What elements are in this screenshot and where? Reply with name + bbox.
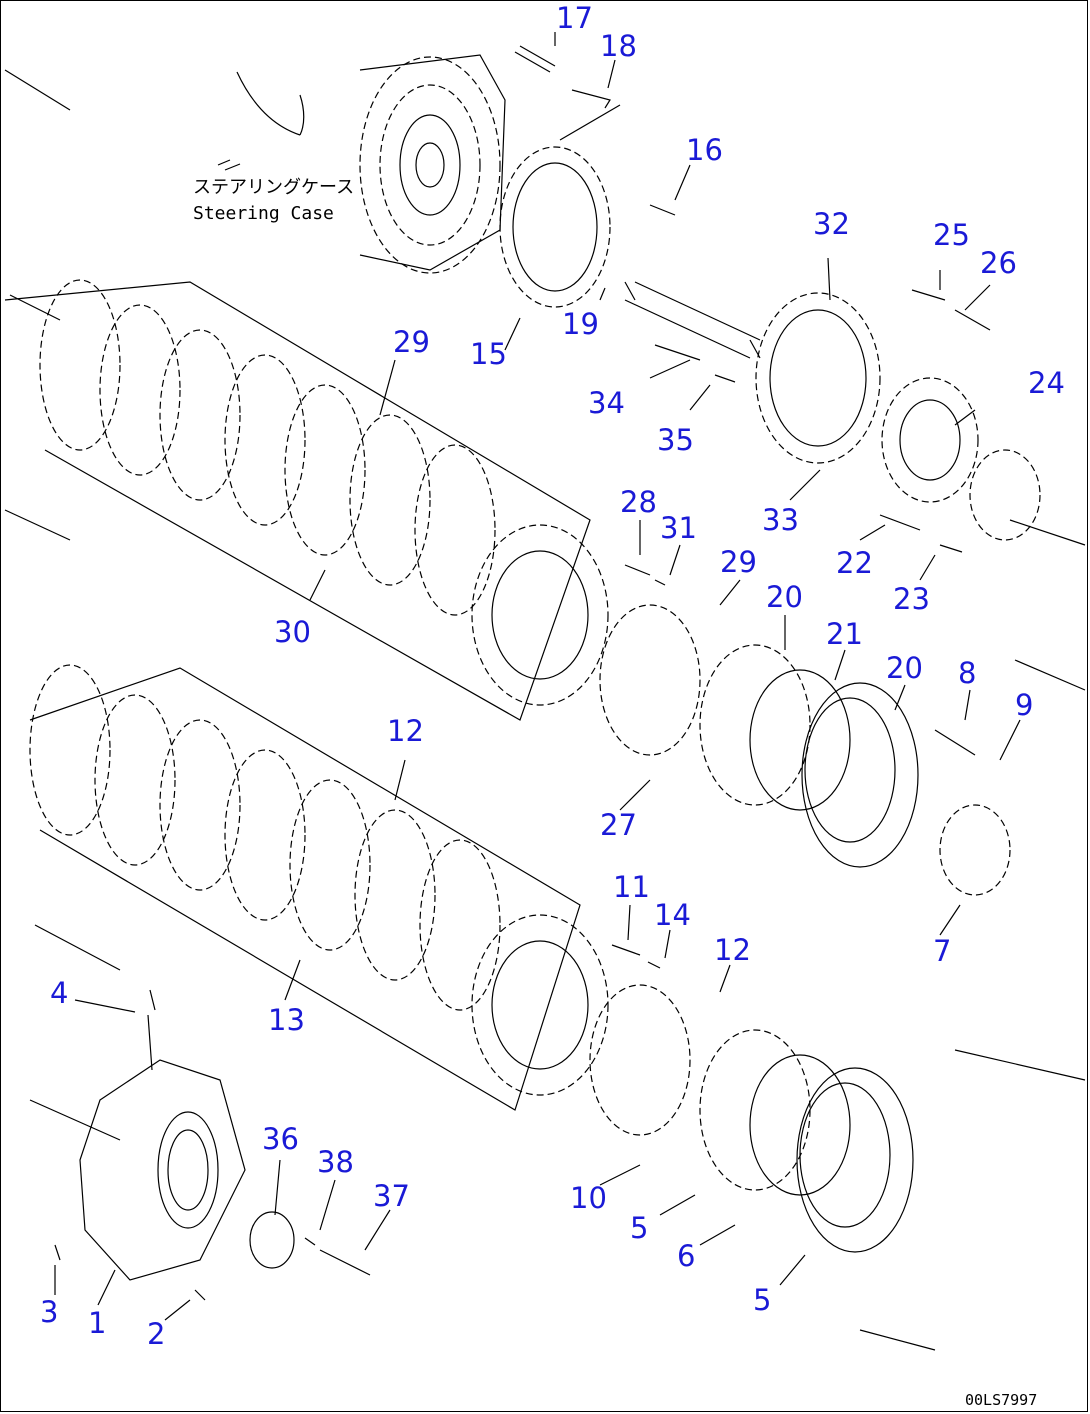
callout-12b: 12	[714, 933, 751, 967]
drawing-code: 00LS7997	[965, 1391, 1037, 1409]
shaft-and-gear-drawing	[624, 281, 1041, 553]
callout-25: 25	[933, 218, 970, 252]
callout-7: 7	[933, 934, 951, 968]
callout-3: 3	[40, 1295, 58, 1329]
callout-5a: 5	[630, 1211, 648, 1245]
callout-24: 24	[1028, 366, 1065, 400]
callout-1: 1	[88, 1306, 106, 1340]
callout-33: 33	[762, 503, 799, 537]
callout-8: 8	[958, 656, 976, 690]
callout-19: 19	[562, 307, 599, 341]
callout-34: 34	[588, 386, 625, 420]
ring-15-drawing	[499, 45, 676, 308]
callout-30: 30	[274, 615, 311, 649]
callout-9: 9	[1015, 688, 1033, 722]
steering-case-drawing	[217, 54, 506, 274]
leader-lines	[4, 32, 1086, 1351]
callout-4: 4	[50, 976, 68, 1010]
callout-22: 22	[836, 546, 873, 580]
callout-28: 28	[620, 485, 657, 519]
callout-16: 16	[686, 133, 723, 167]
housing-1-drawing	[54, 989, 371, 1301]
callout-18: 18	[600, 29, 637, 63]
callout-31: 31	[660, 511, 697, 545]
callout-labels: 17 18 16 32 25 26 19 15 29 24 34 35 33 2…	[40, 1, 1065, 1351]
callout-37: 37	[373, 1179, 410, 1213]
callout-23: 23	[893, 582, 930, 616]
callout-2: 2	[147, 1317, 165, 1351]
callout-26: 26	[980, 246, 1017, 280]
callout-29b: 29	[720, 545, 757, 579]
callout-32: 32	[813, 207, 850, 241]
lower-clutch-pack-drawing	[29, 664, 691, 1136]
callout-14: 14	[654, 898, 691, 932]
piston-rings-upper-drawing	[699, 644, 1011, 896]
callout-11: 11	[613, 870, 650, 904]
callout-12a: 12	[387, 714, 424, 748]
callout-36: 36	[262, 1122, 299, 1156]
callout-21: 21	[826, 617, 863, 651]
piston-rings-lower-drawing	[699, 1029, 914, 1253]
callout-6: 6	[677, 1239, 695, 1273]
callout-20a: 20	[766, 580, 803, 614]
upper-clutch-pack-drawing	[4, 279, 701, 756]
callout-29a: 29	[393, 325, 430, 359]
callout-35: 35	[657, 423, 694, 457]
callout-5b: 5	[753, 1283, 771, 1317]
note-en: Steering Case	[193, 203, 334, 224]
callout-13: 13	[268, 1003, 305, 1037]
callout-10: 10	[570, 1181, 607, 1215]
callout-15: 15	[470, 337, 507, 371]
note-jp: ステアリングケース	[193, 177, 354, 198]
callout-38: 38	[317, 1145, 354, 1179]
callout-27: 27	[600, 808, 637, 842]
callout-20b: 20	[886, 651, 923, 685]
callout-17: 17	[556, 1, 593, 35]
